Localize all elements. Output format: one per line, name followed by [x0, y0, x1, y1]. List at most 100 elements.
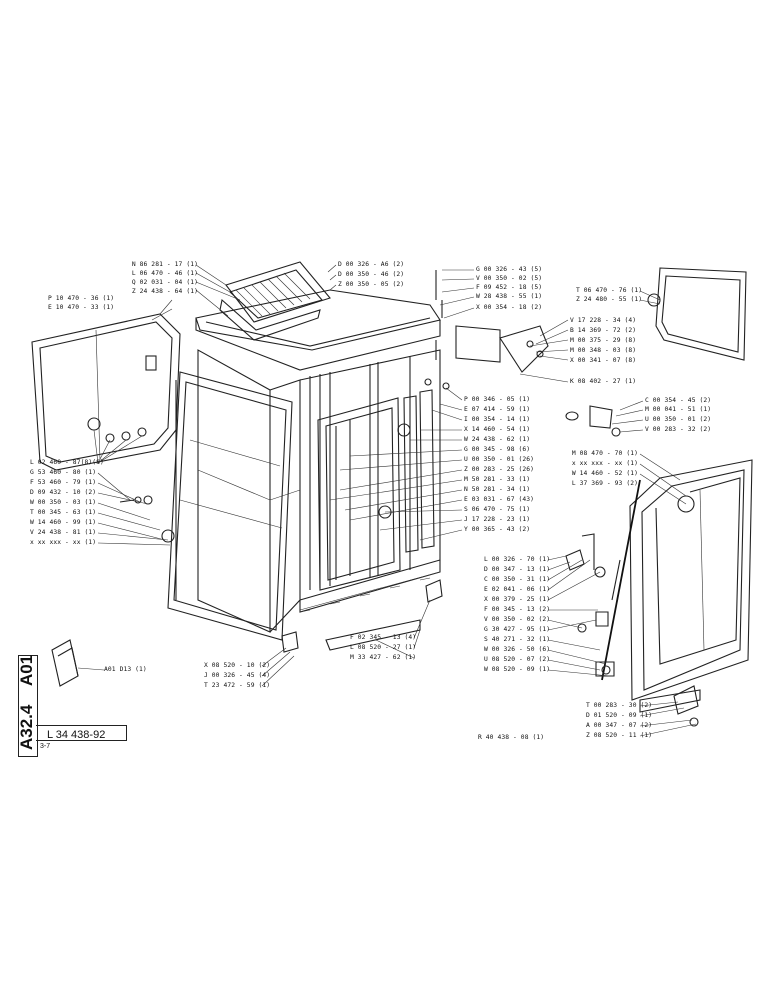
part-label: L 37 369 - 93 (2) — [571, 480, 638, 487]
part-label: J 00 326 - 45 (4) — [204, 672, 271, 679]
part-label: Q 02 031 - 04 (1) — [131, 279, 198, 286]
part-label: B 14 369 - 72 (2) — [570, 327, 637, 334]
part-label: V 00 350 - 02 (2) — [484, 616, 551, 623]
part-label: V 24 438 - 81 (1) — [30, 529, 97, 536]
part-label: V 00 350 - 02 (5) — [476, 275, 543, 282]
part-label: G 30 427 - 95 (1) — [484, 626, 551, 633]
part-label: E 03 031 - 67 (43) — [464, 496, 535, 503]
roof-hatch — [219, 261, 331, 341]
part-label: C 00 350 - 31 (1) — [484, 576, 551, 583]
part-label: T 23 472 - 59 (1) — [204, 682, 271, 689]
side-code-primary: A01 — [17, 654, 36, 686]
part-label: Z 00 283 - 25 (26) — [464, 466, 535, 473]
part-label: K 08 402 - 27 (1) — [570, 378, 637, 385]
part-label: U 08 520 - 07 (2) — [484, 656, 551, 663]
part-label: W 14 460 - 52 (1) — [571, 470, 638, 477]
part-label: Z 24 438 - 64 (1) — [131, 288, 198, 295]
part-label: V 00 283 - 32 (2) — [645, 426, 712, 433]
side-strip-panels — [403, 389, 435, 553]
part-label: W 14 460 - 99 (1) — [30, 519, 97, 526]
cab-body — [197, 349, 441, 633]
mounting-bracket — [455, 325, 549, 373]
part-label: U 00 350 - 01 (26) — [464, 456, 535, 463]
part-label: Z 24 480 - 55 (1) — [576, 296, 643, 303]
footer-part-label: R 40 438 - 08 (1) — [478, 734, 545, 741]
part-label: Y 00 365 - 43 (2) — [464, 526, 531, 533]
part-label: T 00 283 - 30 (2) — [586, 702, 653, 709]
part-label: G 53 460 - 80 (1) — [30, 469, 97, 476]
part-label: M 33 427 - 62 (1) — [350, 654, 417, 661]
part-label: M 08 470 - 70 (1) — [571, 450, 638, 457]
part-label: P 00 346 - 05 (1) — [464, 396, 531, 403]
part-label: X 14 460 - 54 (1) — [464, 426, 531, 433]
part-label: W 00 326 - 50 (6) — [484, 646, 551, 653]
part-label: A 00 347 - 07 (2) — [586, 722, 653, 729]
side-door-frame — [317, 397, 411, 591]
part-label: G 00 345 - 98 (6) — [464, 446, 531, 453]
leader-lines — [77, 264, 697, 737]
left-window — [31, 313, 181, 471]
part-label: D 01 520 - 09 (1) — [586, 712, 653, 719]
reference-box — [18, 655, 38, 757]
part-label: W 00 350 - 03 (1) — [30, 499, 97, 506]
part-label: L 00 326 - 70 (1) — [484, 556, 551, 563]
roof-bolts — [424, 270, 450, 390]
part-label: W 08 520 - 09 (1) — [484, 666, 551, 673]
part-label: E 10 470 - 33 (1) — [48, 304, 115, 311]
part-label: V 17 228 - 34 (4) — [570, 317, 637, 324]
part-label: F 00 345 - 13 (2) — [484, 606, 551, 613]
part-label: E 02 041 - 06 (1) — [484, 586, 551, 593]
right-window — [647, 267, 747, 361]
document-suffix: 3-7 — [40, 743, 51, 750]
side-code-secondary: A32.4 — [17, 704, 36, 750]
gas-strut — [601, 479, 641, 681]
doc-number-box — [36, 725, 127, 741]
part-label: J 17 228 - 23 (1) — [464, 516, 531, 523]
part-label: M 00 041 - 51 (1) — [645, 406, 712, 413]
part-label: L 06 470 - 46 (1) — [131, 270, 198, 277]
part-label: D 00 350 - 46 (2) — [338, 271, 405, 278]
part-label: P 10 470 - 36 (1) — [48, 295, 115, 302]
bottom-right-hardware — [673, 685, 699, 727]
part-label: L 02 460 - 87(8)(8) — [30, 459, 104, 466]
part-label: I 00 354 - 14 (1) — [464, 416, 531, 423]
part-label: G 00 326 - 43 (5) — [476, 266, 543, 273]
inset-part-label: A01 D13 (1) — [104, 666, 147, 673]
part-label: E 07 414 - 59 (1) — [464, 406, 531, 413]
part-label: M 00 375 - 29 (8) — [570, 337, 637, 344]
part-label: W 28 438 - 55 (1) — [476, 293, 543, 300]
part-label: T 06 470 - 76 (1) — [576, 287, 643, 294]
part-label: X 00 354 - 18 (2) — [476, 304, 543, 311]
part-label: X 08 520 - 10 (2) — [204, 662, 271, 669]
part-label: x xx xxx - xx (1) — [30, 539, 97, 546]
inset-part — [51, 639, 79, 687]
part-label: x xx xxx - xx (1) — [571, 460, 638, 467]
part-label: W 24 438 - 62 (1) — [464, 436, 531, 443]
part-label: D 00 326 - A6 (2) — [338, 261, 405, 268]
part-label: D 09 432 - 10 (2) — [30, 489, 97, 496]
part-label: F 53 460 - 79 (1) — [30, 479, 97, 486]
part-label: M 00 348 - 03 (8) — [570, 347, 637, 354]
part-label: X 00 379 - 25 (1) — [484, 596, 551, 603]
part-label: F 02 345 - 13 (4) — [350, 634, 417, 641]
part-label: N 86 281 - 17 (1) — [131, 261, 198, 268]
part-label: S 40 271 - 32 (1) — [484, 636, 551, 643]
part-label: Z 00 350 - 05 (2) — [338, 281, 405, 288]
hinge-parts — [565, 405, 621, 437]
floor-strip — [281, 571, 443, 653]
part-label: U 00 350 - 01 (2) — [645, 416, 712, 423]
part-label: D 00 347 - 13 (1) — [484, 566, 551, 573]
part-label: M 50 281 - 33 (1) — [464, 476, 531, 483]
part-label: S 06 470 - 75 (1) — [464, 506, 531, 513]
part-label: X 00 341 - 07 (8) — [570, 357, 637, 364]
part-label: N 50 281 - 34 (1) — [464, 486, 531, 493]
right-door — [629, 459, 753, 713]
part-label: Z 08 520 - 11 (1) — [586, 732, 653, 739]
front-door-frame — [167, 371, 293, 641]
part-label: C 00 354 - 45 (2) — [645, 397, 712, 404]
part-label: T 00 345 - 63 (1) — [30, 509, 97, 516]
part-label: F 09 452 - 18 (5) — [476, 284, 543, 291]
document-number: L 34 438-92 — [47, 729, 106, 741]
